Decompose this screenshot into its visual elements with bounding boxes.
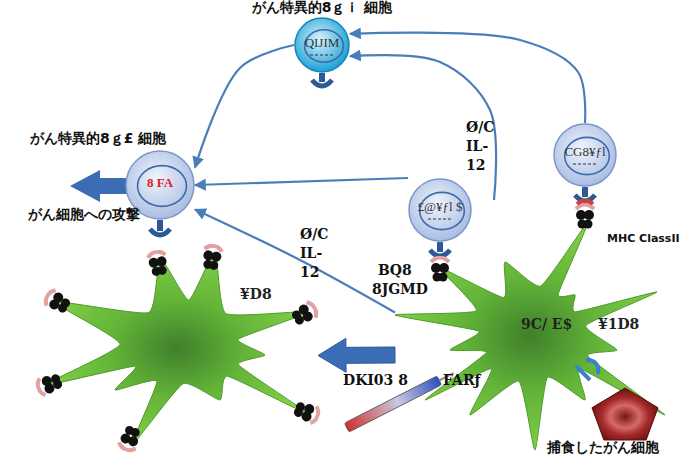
attack-note: がん細胞への攻撃 — [28, 206, 140, 224]
block-arrow — [318, 338, 395, 372]
syringe-body — [344, 376, 441, 432]
cell-label: QIJIM — [294, 36, 350, 51]
mhc-molecule — [147, 250, 169, 277]
tcr-cup — [150, 229, 170, 235]
syringe — [344, 369, 455, 432]
cell-heading: 捕食したがん細胞 — [547, 439, 659, 455]
mhc-molecule — [43, 288, 73, 316]
cell-label: ¥D8 — [240, 286, 272, 302]
tcr-cup — [575, 195, 595, 201]
cell-body — [126, 151, 194, 219]
flow-arrow — [195, 178, 408, 185]
flow-arrow — [195, 45, 294, 168]
mhc-molecule — [290, 300, 320, 328]
signal-label: BQ8 — [378, 262, 412, 278]
tcr-stem — [157, 220, 163, 231]
receptor-symbol — [576, 360, 598, 380]
tcr-stem — [582, 187, 588, 197]
t-cell: £@¥ƒl $ — [408, 178, 472, 242]
dash-underline — [310, 55, 334, 56]
cell-label: CG8¥ƒl — [553, 145, 617, 160]
mhc-molecule — [201, 244, 223, 271]
edge-label: Ø/C IL-12 — [466, 118, 506, 175]
tcr-cup — [430, 250, 450, 256]
cell-label: 9C/ E$ — [521, 316, 572, 332]
tcr-stem — [437, 242, 443, 252]
flow-arrow — [350, 33, 585, 123]
mhc-molecule — [576, 205, 594, 229]
cell-label: £@¥ƒl $ — [408, 200, 472, 215]
signal-label: 8JGMD — [372, 281, 428, 297]
cancer-cell: 捕食したがん細胞 — [592, 388, 658, 440]
cell-body — [554, 124, 616, 186]
tcr-stem — [319, 73, 325, 82]
t-cell: CG8¥ƒl — [553, 123, 617, 187]
t-cell: がん特異的8ｇ£ 細胞8 FA — [125, 150, 195, 220]
mhc-molecule — [292, 400, 321, 425]
molecule-label: MHC ClassII — [607, 232, 680, 245]
cell-body — [409, 179, 471, 241]
cell-heading: がん特異的8ｇ£ 細胞 — [30, 130, 166, 146]
dendritic-cell-body — [395, 222, 665, 450]
flow-arrow — [195, 210, 395, 313]
t-cell: がん特異的8ｇｉ 細胞QIJIM — [294, 17, 350, 73]
cell-body — [295, 18, 349, 72]
cell-label: 8 FA — [125, 176, 195, 191]
cell-heading: がん特異的8ｇｉ 細胞 — [232, 0, 412, 15]
flow-arrow — [350, 55, 496, 200]
syringe-needle — [439, 373, 453, 380]
dendritic-cell-body — [45, 252, 310, 445]
node-outline — [592, 388, 658, 440]
edge-label: Ø/C IL-12 — [300, 225, 340, 282]
cell-label: ¥1D8 — [598, 316, 639, 332]
cancer-cell-body — [592, 388, 658, 440]
mhc-molecule — [431, 258, 449, 282]
dash-underline — [428, 219, 452, 220]
mhc-molecule — [117, 424, 142, 453]
tcr-cup — [312, 80, 332, 86]
mhc-molecule — [35, 372, 64, 397]
dash-underline — [573, 164, 597, 165]
dendritic-cell: ¥D8 — [40, 240, 318, 450]
process-label: DKI03 8 — [343, 372, 408, 388]
node-outline — [40, 240, 318, 450]
antigen-peptide — [577, 201, 593, 205]
